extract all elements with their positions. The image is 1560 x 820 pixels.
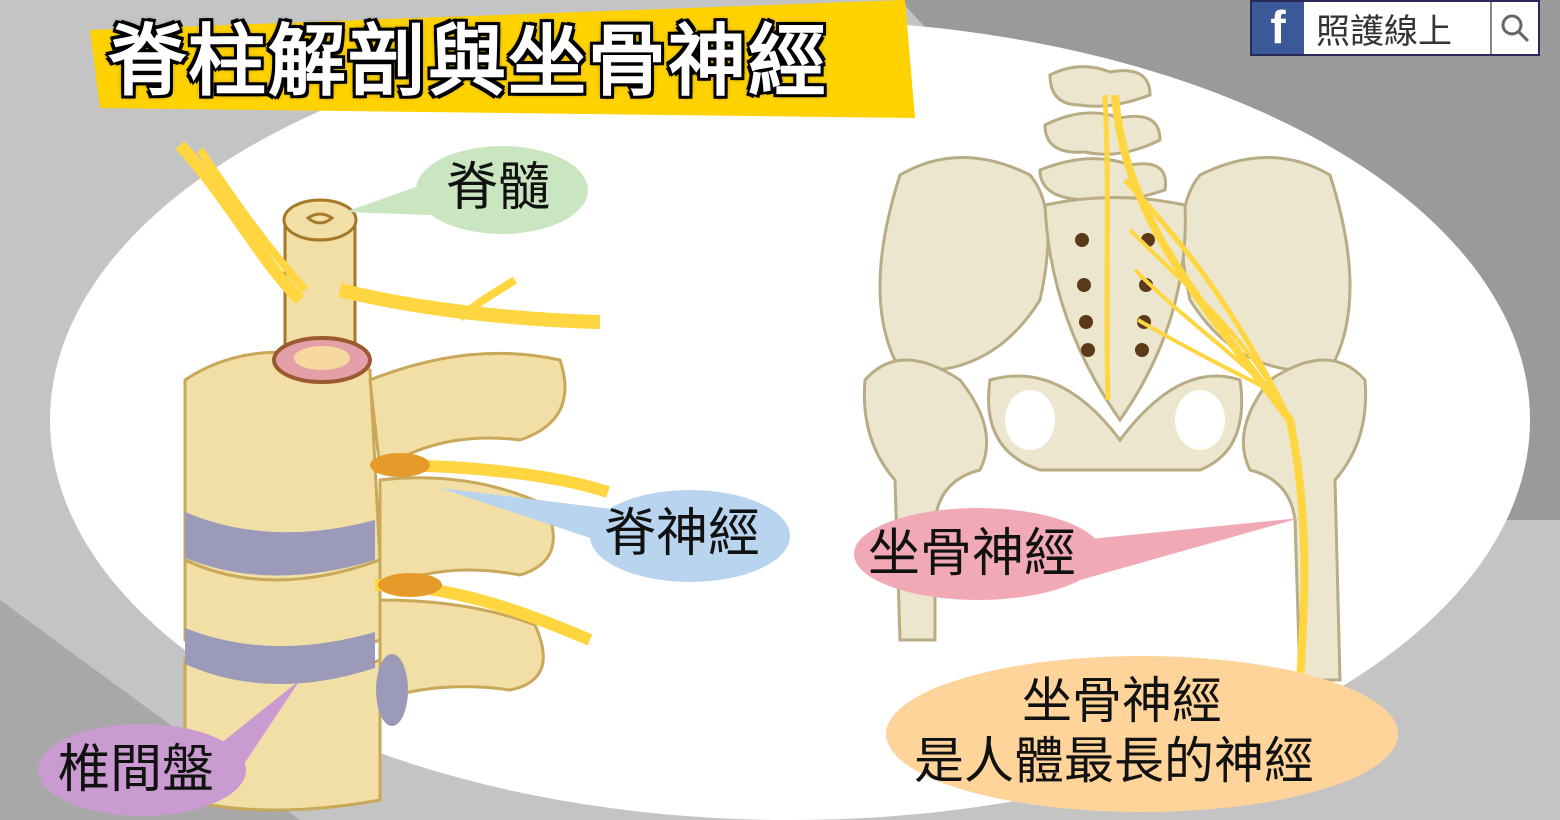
iliac-wing-right — [1180, 156, 1352, 373]
intervertebral-disc-2 — [185, 628, 375, 685]
facebook-icon[interactable]: f — [1252, 1, 1304, 54]
intervertebral-disc-1 — [185, 512, 375, 576]
transverse-process-3 — [378, 598, 545, 703]
sciatic-nerve-bubble — [854, 508, 1102, 600]
spinal-cord-pointer — [345, 182, 430, 215]
disc-bubble — [38, 724, 246, 816]
transverse-process-1 — [368, 351, 567, 473]
spinal-nerve-label: 脊神經 — [604, 504, 761, 564]
femur-left — [862, 358, 989, 642]
sacrum — [1043, 196, 1187, 423]
spinal-cord-top — [282, 198, 358, 242]
spine-illustration — [175, 140, 610, 812]
note-line-2: 是人體最長的神經 — [914, 732, 1314, 790]
note-bubble — [886, 656, 1398, 812]
page-title: 脊柱解剖與坐骨神經 — [106, 15, 829, 109]
iliac-wing-left — [878, 156, 1050, 373]
brand-bar[interactable]: f 照護線上 — [1250, 0, 1540, 56]
sciatic-nerve — [1102, 94, 1309, 681]
disc-label: 椎間盤 — [58, 740, 215, 800]
spinal-nerve-bubble — [590, 490, 790, 582]
spinal-cord-label: 脊髓 — [446, 158, 551, 218]
search-icon[interactable] — [1490, 2, 1538, 54]
spinal-nerve-pointer — [440, 488, 620, 548]
title-band — [90, 0, 915, 118]
callouts — [38, 146, 1398, 816]
sciatic-nerve-label: 坐骨神經 — [868, 524, 1077, 584]
note-line-1: 坐骨神經 — [1022, 672, 1222, 730]
brand-name: 照護線上 — [1316, 11, 1452, 52]
sciatic-nerve-pointer — [1080, 518, 1300, 580]
pelvis-illustration — [862, 65, 1368, 682]
spinal-cord-bubble — [416, 146, 588, 234]
